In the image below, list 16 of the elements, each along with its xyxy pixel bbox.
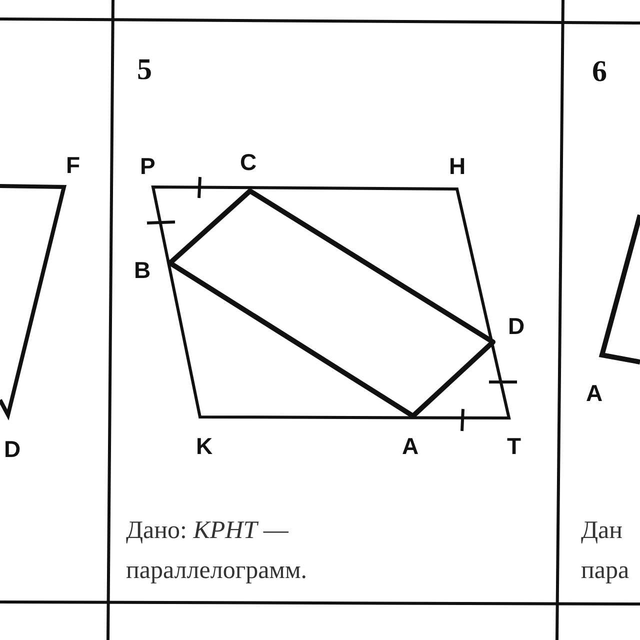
point-label: F: [66, 154, 80, 177]
point-label: K: [196, 435, 213, 458]
panel-number: 6: [592, 57, 607, 87]
point-label: P: [140, 155, 156, 178]
panel-number: 5: [137, 55, 152, 85]
point-label: B: [134, 259, 151, 282]
given-text: Дано: KPHT — параллелограмм.: [126, 516, 308, 586]
given-text: Дан: [581, 516, 623, 546]
point-label: D: [508, 315, 525, 338]
point-label: A: [586, 382, 603, 405]
point-label: D: [4, 438, 21, 461]
point-label: C: [240, 151, 257, 174]
point-label: H: [449, 155, 466, 178]
given-text: пара: [581, 556, 630, 586]
point-label: A: [402, 435, 419, 458]
point-label: T: [507, 435, 522, 458]
